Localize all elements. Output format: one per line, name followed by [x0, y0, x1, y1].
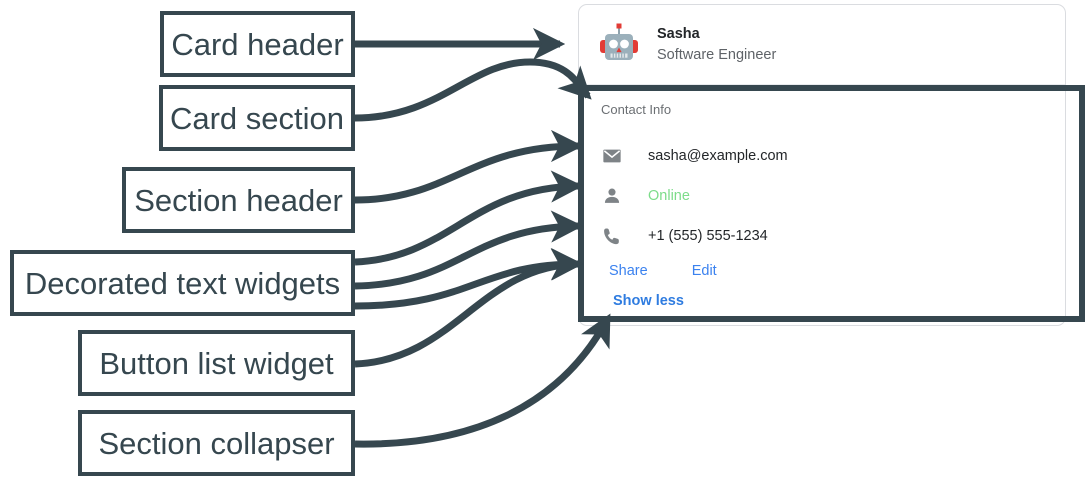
person-icon — [601, 185, 623, 207]
annotation-section-collapser-label: Section collapser — [98, 425, 335, 461]
annotation-section-collapser: Section collapser — [78, 410, 355, 476]
annotation-section-header-label: Section header — [134, 182, 343, 218]
annotation-card-header: Card header — [160, 11, 355, 77]
section-collapser: Show less — [579, 286, 1065, 316]
card-header-text: Sasha Software Engineer — [657, 27, 776, 62]
robot-avatar-icon — [597, 23, 641, 67]
arrow-section-collapser — [354, 313, 612, 448]
annotation-card-header-label: Card header — [171, 26, 344, 62]
edit-button[interactable]: Edit — [691, 262, 717, 279]
button-list-widget: Share Edit — [579, 256, 1065, 286]
phone-icon — [601, 225, 623, 247]
annotation-button-list-label: Button list widget — [99, 345, 334, 381]
card-header-subtitle: Software Engineer — [657, 46, 777, 63]
arrow-decorated-text-2 — [354, 210, 584, 290]
arrow-button-list — [354, 248, 584, 368]
arrow-card-section — [354, 58, 592, 122]
card-section: Contact Info sasha@example.com — [579, 85, 1065, 316]
arrow-decorated-text-1 — [354, 170, 584, 266]
arrow-section-header — [354, 129, 584, 204]
decorated-text-email-value: sasha@example.com — [648, 147, 788, 164]
annotation-section-header: Section header — [122, 167, 355, 233]
decorated-text-widget-status: Online — [579, 176, 1065, 216]
decorated-text-widget-phone: +1 (555) 555-1234 — [579, 216, 1065, 256]
annotation-decorated-text: Decorated text widgets — [10, 250, 355, 316]
card-header: Sasha Software Engineer — [579, 5, 1065, 85]
profile-card: Sasha Software Engineer Contact Info sas… — [578, 4, 1066, 326]
annotation-card-section-label: Card section — [169, 100, 345, 136]
decorated-text-widget-email: sasha@example.com — [579, 136, 1065, 176]
arrow-decorated-text-3 — [354, 247, 584, 310]
annotation-decorated-text-label: Decorated text widgets — [24, 265, 341, 301]
card-header-title: Sasha — [657, 26, 700, 42]
show-less-button[interactable]: Show less — [613, 292, 684, 309]
annotation-card-section: Card section — [159, 85, 355, 151]
email-icon — [601, 145, 623, 167]
annotation-button-list: Button list widget — [78, 330, 355, 396]
decorated-text-status-value: Online — [648, 187, 690, 204]
section-header: Contact Info — [601, 102, 672, 117]
decorated-text-phone-value: +1 (555) 555-1234 — [648, 227, 768, 244]
share-button[interactable]: Share — [609, 262, 648, 279]
